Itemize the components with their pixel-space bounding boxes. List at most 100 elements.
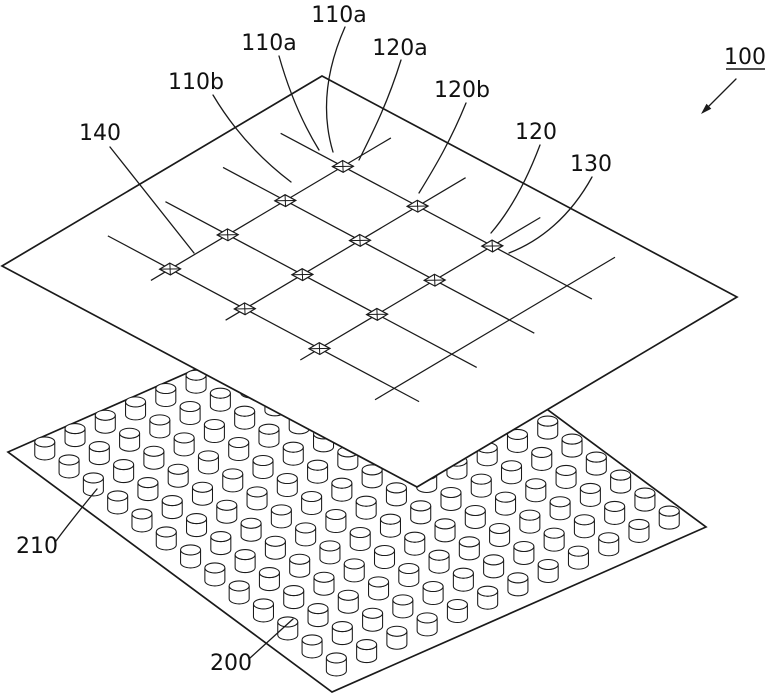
- bump-top: [379, 513, 401, 525]
- bump-cylinder: [470, 473, 492, 498]
- bump-cylinder: [94, 409, 116, 434]
- bump-cylinder: [343, 558, 365, 583]
- bump-top: [180, 544, 202, 556]
- bump-cylinder: [567, 545, 589, 570]
- sensor-node: [331, 159, 355, 174]
- bump-top: [58, 454, 80, 466]
- bump-top: [386, 625, 408, 637]
- bump-top: [216, 499, 238, 511]
- bump-cylinder: [555, 464, 577, 489]
- leader-110a-left: [278, 55, 320, 151]
- bump-top: [282, 441, 304, 453]
- bump-top: [289, 553, 311, 565]
- bump-cylinder: [137, 477, 159, 502]
- bump-top: [519, 509, 541, 521]
- bump-cylinder: [549, 496, 571, 521]
- bump-cylinder: [373, 545, 396, 570]
- bump-cylinder: [483, 554, 505, 579]
- bump-top: [428, 549, 450, 561]
- bump-cylinder: [88, 441, 110, 466]
- bump-top: [658, 505, 680, 517]
- bump-cylinder: [107, 490, 129, 515]
- bump-top: [531, 446, 553, 458]
- bump-cylinder: [489, 522, 511, 547]
- bump-top: [34, 436, 56, 448]
- bump-cylinder: [34, 436, 56, 461]
- bump-top: [525, 478, 547, 490]
- bump-cylinder: [428, 549, 450, 574]
- bump-top: [82, 472, 104, 484]
- bump-top: [210, 531, 232, 543]
- bump-cylinder: [410, 500, 432, 525]
- bump-cylinder: [331, 477, 353, 502]
- bump-cylinder: [356, 639, 378, 664]
- upper-plate: [0, 75, 739, 488]
- bump-cylinder: [440, 486, 462, 511]
- bump-top: [240, 517, 262, 529]
- bump-top: [155, 382, 177, 395]
- bump-top: [458, 536, 480, 548]
- bump-top: [610, 469, 632, 481]
- bump-top: [410, 500, 432, 512]
- bump-cylinder: [531, 446, 553, 471]
- sensor-node: [215, 228, 240, 242]
- bump-cylinder: [325, 652, 347, 677]
- bump-cylinder: [385, 482, 407, 507]
- bump-cylinder: [513, 540, 535, 565]
- column-electrode-line: [225, 177, 466, 321]
- bump-top: [258, 423, 280, 435]
- bump-top: [264, 535, 286, 547]
- bump-top: [131, 508, 153, 520]
- bump-cylinder: [216, 499, 238, 524]
- bump-top: [179, 400, 201, 413]
- bump-cylinder: [161, 495, 183, 520]
- bump-top: [107, 490, 129, 502]
- bump-top: [349, 527, 371, 539]
- bump-cylinder: [507, 572, 529, 597]
- bump-top: [506, 428, 528, 440]
- bump-cylinder: [398, 563, 420, 588]
- bump-top: [404, 531, 426, 543]
- bump-cylinder: [264, 535, 286, 560]
- bump-top: [313, 571, 335, 583]
- bump-cylinder: [246, 486, 268, 511]
- bump-top: [94, 409, 116, 421]
- bump-cylinder: [543, 527, 565, 552]
- bump-top: [573, 514, 595, 526]
- bump-cylinder: [222, 468, 244, 493]
- bump-top: [167, 463, 189, 475]
- bump-cylinder: [149, 414, 171, 439]
- bump-top: [149, 414, 171, 426]
- bump-top: [507, 572, 529, 584]
- bump-cylinder: [519, 509, 541, 534]
- leader-120: [490, 144, 541, 234]
- bump-cylinder: [392, 594, 414, 619]
- bump-cylinder: [349, 527, 371, 552]
- bump-top: [204, 562, 226, 574]
- bump-top: [452, 567, 474, 579]
- bump-cylinder: [234, 549, 256, 574]
- bump-cylinder: [270, 504, 292, 529]
- bump-cylinder: [506, 428, 528, 453]
- label-100: 100: [724, 45, 765, 70]
- bump-top: [325, 509, 347, 521]
- label-110b: 110b: [168, 70, 224, 95]
- bump-cylinder: [331, 621, 353, 646]
- bump-cylinder: [561, 433, 583, 458]
- leader-130: [508, 176, 593, 254]
- bump-top: [549, 496, 571, 508]
- column-electrode-line: [299, 216, 541, 361]
- bump-cylinder: [598, 532, 620, 557]
- bump-cylinder: [477, 585, 499, 610]
- bump-cylinder: [585, 451, 607, 476]
- bump-cylinder: [240, 517, 262, 542]
- label-130: 130: [570, 152, 612, 177]
- bump-cylinder: [155, 382, 177, 408]
- bump-cylinder: [301, 490, 323, 516]
- bump-cylinder: [282, 441, 304, 466]
- bump-cylinder: [113, 459, 135, 484]
- bump-cylinder: [179, 400, 201, 426]
- bump-top: [64, 423, 86, 435]
- bump-top: [88, 441, 110, 453]
- upper-plate-group: [0, 75, 739, 488]
